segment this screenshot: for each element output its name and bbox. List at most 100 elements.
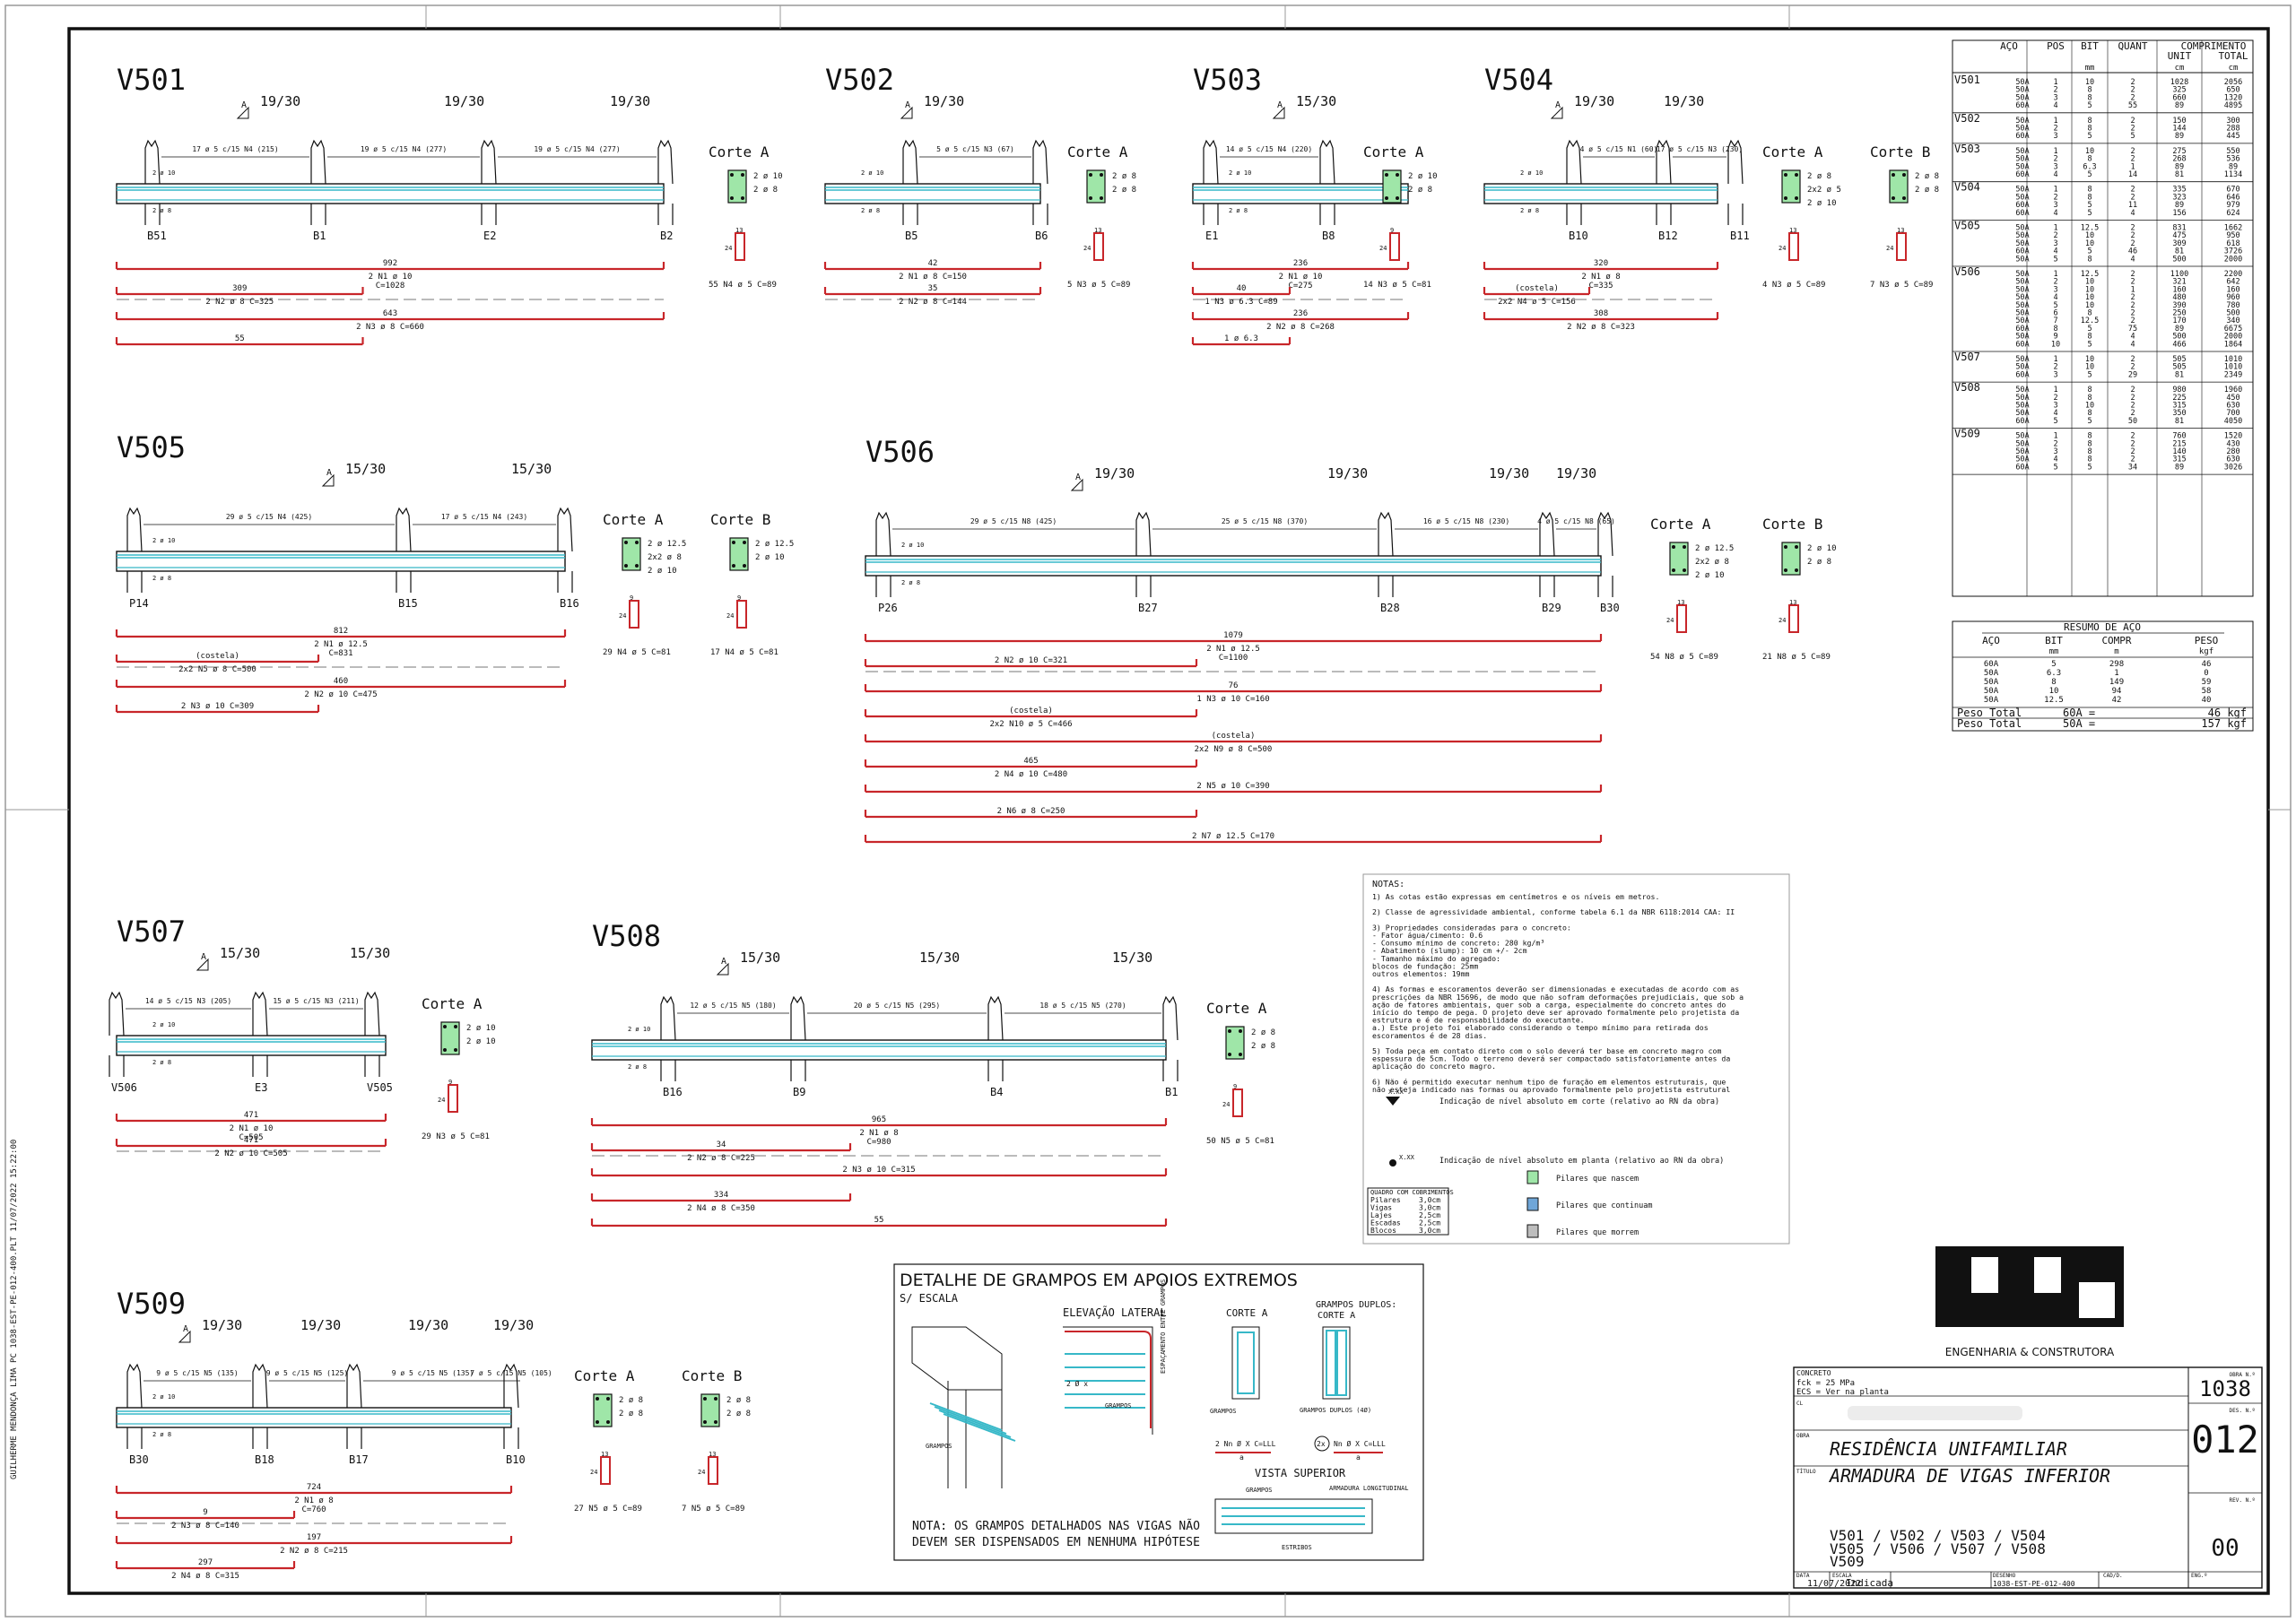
stirrup-height: 24: [1222, 1101, 1230, 1108]
table-cell: 50A: [2015, 255, 2029, 264]
table-cell: 2: [2130, 270, 2135, 279]
clamp-bar: [943, 1413, 1016, 1442]
beam-title: V504: [1484, 63, 1553, 97]
elev-title: ELEVAÇÃO LATERAL: [1063, 1305, 1167, 1319]
rebar-dot: [624, 541, 628, 544]
table-cell: 3: [2053, 239, 2057, 248]
bar-callout: 2 ø 10: [152, 537, 175, 544]
table-cell: 3: [2053, 201, 2057, 210]
support-label: B5: [905, 230, 918, 242]
table-cell: 3: [2053, 93, 2057, 102]
table-cell: 2: [2130, 355, 2135, 364]
table-cell: 4: [2130, 209, 2135, 218]
table-cell: 10: [2085, 402, 2094, 411]
stirrup-spec: 14 ø 5 c/15 N4 (220): [1226, 145, 1312, 153]
table-cell: 3726: [2224, 247, 2242, 256]
table-cell: 670: [2226, 186, 2239, 195]
total-label: Peso Total: [1957, 707, 2022, 719]
table-cell: 89: [2175, 325, 2184, 334]
col-header: UNIT: [2168, 50, 2192, 62]
support-label: B9: [793, 1086, 805, 1098]
formula-a: a: [1356, 1453, 1361, 1462]
section-bar: 2 ø 10: [466, 1024, 496, 1033]
tb-label: DATA: [1796, 1573, 1810, 1579]
bar-length: 76: [1229, 681, 1239, 690]
elev-label: GRAMPOS: [1105, 1402, 1132, 1409]
support-label: B2: [660, 230, 673, 242]
bar-label: 2x2 N10 ø 5 C=466: [989, 720, 1072, 729]
rebar-dot: [703, 1420, 707, 1424]
bar-cut-length: C=980: [866, 1138, 891, 1147]
table-cell: 646: [2226, 193, 2239, 202]
summary-cell: 40: [2202, 696, 2212, 705]
summary-cell: 12.5: [2044, 696, 2064, 705]
rebar-dot: [1089, 196, 1092, 200]
table-cell: 536: [2226, 155, 2239, 164]
table-cell: 8: [2087, 439, 2092, 448]
rebar-dot: [1396, 173, 1399, 177]
support-label: P14: [129, 597, 149, 610]
table-cell: 50A: [2015, 93, 2029, 102]
section-title: Corte A: [1650, 516, 1711, 533]
stirrup-width: 9: [448, 1079, 452, 1086]
stirrup-spec: 18 ø 5 c/15 N5 (270): [1039, 1002, 1126, 1010]
bar-length: 197: [307, 1533, 321, 1542]
table-cell: 1520: [2224, 432, 2242, 441]
duplos-clamp: [1326, 1330, 1336, 1396]
bar-length: 1 ø 6.3: [1224, 334, 1258, 343]
table-cell: 2: [2130, 309, 2135, 318]
table-cell: 2: [2053, 439, 2057, 448]
pillar-legend-label: Pilares que morrem: [1556, 1228, 1639, 1237]
support-column: [364, 991, 380, 1077]
table-cell: 500: [2172, 333, 2186, 342]
table-cell: 160: [2172, 285, 2186, 294]
col-header: AÇO: [2000, 40, 2018, 52]
table-cell: 50A: [2015, 386, 2029, 395]
table-cell: 630: [2226, 402, 2239, 411]
bar-length: (costela): [1009, 707, 1053, 716]
stirrup-width: 13: [601, 1451, 608, 1458]
bar-callout: 2 ø 10: [901, 542, 924, 549]
stirrup-spec: 29 ø 5 c/15 N8 (425): [970, 517, 1057, 525]
span-dimension: 19/30: [202, 1317, 242, 1333]
section-title: Corte A: [574, 1367, 635, 1384]
bar-label: 2 N1 ø 10: [369, 273, 413, 282]
table-cell: 60A: [2015, 370, 2029, 379]
table-cell: 1: [2053, 355, 2057, 364]
stirrup-shape: [708, 1456, 718, 1485]
table-cell: 3: [2053, 402, 2057, 411]
section-bar: 2 ø 10: [1695, 571, 1725, 580]
bar-cut-length: C=275: [1288, 282, 1312, 291]
summary-cell: 10: [2049, 687, 2059, 696]
table-cell: 5: [2087, 370, 2092, 379]
table-cell: 5: [2087, 463, 2092, 472]
summary-cell: 50A: [1984, 696, 1999, 705]
table-cell: 3026: [2224, 463, 2242, 472]
elev-outline: [1063, 1326, 1153, 1435]
beam-elevation: [1192, 183, 1409, 204]
tb-label: OBRA: [1796, 1433, 1810, 1439]
table-cell: 12.5: [2081, 224, 2099, 233]
stirrup-label: 17 N4 ø 5 C=81: [710, 648, 778, 657]
bar-callout: 2 ø 8: [861, 207, 880, 214]
summary-cell: 42: [2112, 696, 2122, 705]
span-dimension: 19/30: [493, 1317, 534, 1333]
iso-sketch: [911, 1326, 1003, 1488]
table-cell: 1010: [2224, 355, 2242, 364]
tb-label: ESCALA: [1832, 1573, 1852, 1579]
stirrup-shape: [1093, 232, 1104, 261]
stirrup-spec: 4 ø 5 c/15 N1 (60): [1580, 145, 1658, 153]
note-line: escoramentos é de 28 dias.: [1372, 1031, 1487, 1040]
table-cell: 2: [2130, 394, 2135, 403]
cover-value: 3,0cm: [1419, 1204, 1440, 1212]
section-title: Corte B: [1762, 516, 1822, 533]
notes-frame: [1362, 873, 1790, 1245]
table-cell: 12.5: [2081, 270, 2099, 279]
table-cell: 315: [2172, 402, 2186, 411]
beam-title: V501: [117, 63, 186, 97]
table-cell: 50A: [2015, 86, 2029, 95]
group-beam: V507: [1954, 351, 1980, 363]
bar-label: 2 N2 ø 10 C=475: [304, 690, 377, 699]
